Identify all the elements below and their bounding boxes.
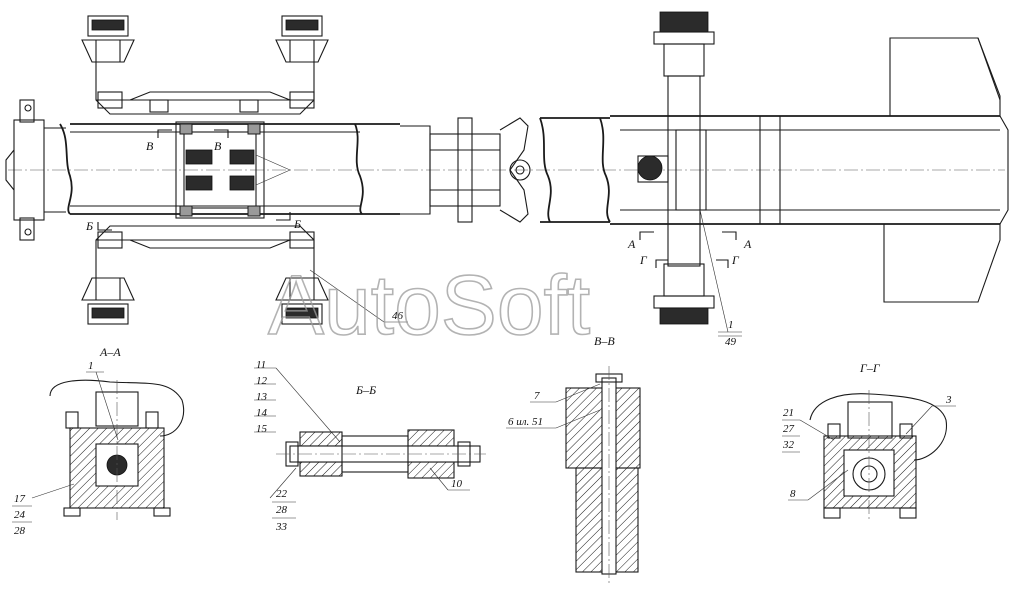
callout-21: 21 (783, 407, 794, 419)
section-bb-view: Б–Б 11 12 13 14 15 22 28 33 10 (254, 359, 486, 533)
cut-mark-a-left: А (627, 237, 636, 251)
callout-1-aa: 1 (88, 360, 94, 372)
callout-28-bb: 28 (276, 504, 288, 516)
callout-12: 12 (256, 375, 268, 387)
front-end-bracket (5, 99, 66, 241)
callout-49: 49 (725, 336, 737, 348)
callout-8: 8 (790, 488, 796, 500)
callout-32: 32 (782, 439, 795, 451)
callout-17: 17 (14, 493, 26, 505)
section-title-aa: А–А (99, 345, 121, 359)
callout-13: 13 (256, 391, 268, 403)
cut-marks-right: А А Г Г (627, 231, 752, 268)
hub-lower-right (275, 277, 329, 325)
cut-mark-v-left: В (146, 139, 154, 153)
callout-6-il-51: 6 ил. 51 (508, 416, 543, 428)
coupling-drawbar (400, 117, 531, 223)
chassis-top-view: В В Б Б (5, 11, 1009, 348)
lower-axle-arm (95, 225, 315, 278)
callout-14: 14 (256, 407, 268, 419)
cut-mark-g-right: Г (731, 253, 740, 267)
cut-mark-v-right: В (214, 139, 222, 153)
cut-mark-b-right: Б (293, 217, 301, 231)
section-gg-view: Г–Г 21 27 32 3 8 (782, 361, 956, 522)
section-title-gg: Г–Г (859, 361, 881, 375)
front-mudguard-top (889, 37, 1001, 117)
hub-upper-right (275, 15, 329, 63)
callout-24: 24 (14, 509, 26, 521)
callout-27: 27 (783, 423, 795, 435)
section-aa-view: А–А 1 17 24 28 (12, 345, 184, 537)
callout-33: 33 (275, 521, 288, 533)
front-axle (637, 11, 715, 325)
front-end-cap (999, 115, 1009, 225)
callout-10: 10 (451, 478, 463, 490)
callout-15: 15 (256, 423, 268, 435)
cut-mark-g-left: Г (639, 253, 648, 267)
watermark-text: AutoSoft (268, 258, 590, 352)
main-frame-rear (59, 123, 400, 215)
cut-marks-left: В В Б Б (85, 129, 301, 233)
callout-28-aa: 28 (14, 525, 26, 537)
bogie-center-block (175, 121, 291, 219)
cut-mark-b-left: Б (85, 219, 93, 233)
section-title-bb: Б–Б (355, 383, 376, 397)
callout-46: 46 (392, 310, 404, 322)
hub-lower-left (81, 277, 135, 325)
callout-11: 11 (256, 359, 266, 371)
hub-upper-left (81, 15, 135, 63)
front-mudguard-bottom (883, 223, 1001, 303)
callout-3: 3 (945, 394, 952, 406)
cut-mark-a-right: А (743, 237, 752, 251)
callout-22: 22 (276, 488, 288, 500)
callout-7: 7 (534, 390, 540, 402)
section-vv-view: 7 6 ил. 51 (506, 366, 641, 586)
upper-axle-arm (95, 62, 315, 115)
callout-1-top: 1 (728, 319, 734, 331)
section-title-vv: В–В (594, 334, 615, 348)
